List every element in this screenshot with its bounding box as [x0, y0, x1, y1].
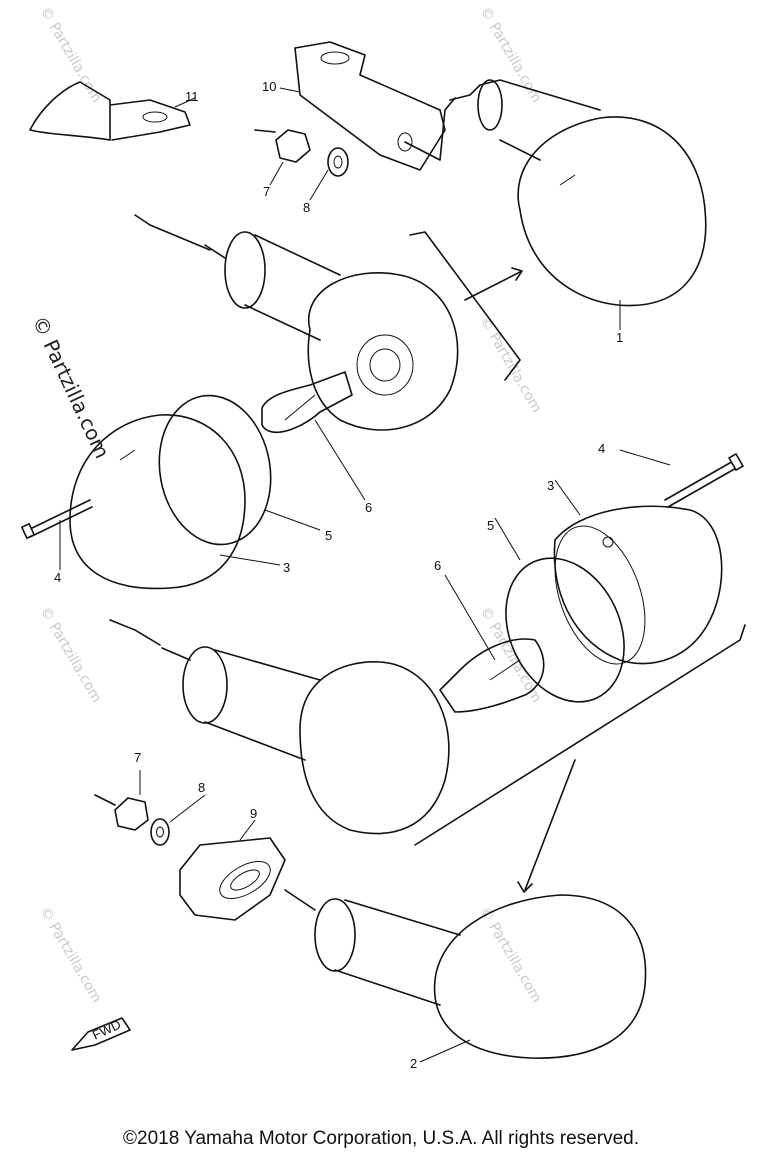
callout-2: 2: [410, 1056, 417, 1071]
part-7-nut-lower: [94, 794, 149, 831]
watermarks: © Partzilla.com © Partzilla.com © Partzi…: [27, 4, 544, 1006]
callout-4-upper: 4: [54, 570, 61, 585]
part-6-bulb-upper: [261, 371, 353, 434]
watermark: © Partzilla.com: [37, 904, 105, 1006]
callout-6-right: 6: [434, 558, 441, 573]
copyright-notice: ©2018 Yamaha Motor Corporation, U.S.A. A…: [123, 1128, 639, 1149]
callout-10: 10: [262, 79, 276, 94]
watermark-dark: © Partzilla.com: [27, 312, 114, 462]
callout-9: 9: [250, 806, 257, 821]
part-2-signal-lower: [284, 889, 647, 1059]
part-4-screw-right: [664, 452, 745, 508]
part-5-gasket-upper: [158, 394, 272, 546]
callout-7-upper: 7: [263, 184, 270, 199]
callout-5-upper: 5: [325, 528, 332, 543]
leader-lines: [59, 87, 671, 1063]
callout-7-lower: 7: [134, 750, 141, 765]
part-9-cushion: [179, 837, 286, 921]
stem-upper: [134, 214, 459, 431]
part-6-bulb-right: [439, 638, 545, 713]
callout-8-lower: 8: [198, 780, 205, 795]
callout-5-right: 5: [487, 518, 494, 533]
callouts: 1 2 3 3 4 4 5 5 6 6 7 7 8 8 9 10 11: [54, 79, 623, 1071]
fwd-label: FWD: [90, 1017, 123, 1043]
watermark: © Partzilla.com: [477, 604, 545, 706]
watermark: © Partzilla.com: [477, 904, 545, 1006]
part-8-washer-upper: [327, 147, 349, 177]
part-1-signal-upper: [449, 79, 707, 307]
part-5-gasket-right: [505, 557, 625, 703]
callout-4-right: 4: [598, 441, 605, 456]
watermark: © Partzilla.com: [477, 314, 545, 416]
assembly-bracket-lower: [414, 624, 746, 893]
part-3-lens-right: [553, 505, 723, 665]
callout-3-upper: 3: [283, 560, 290, 575]
part-11-bracket: [29, 81, 191, 141]
callout-3-right: 3: [547, 478, 554, 493]
part-3-lens-upper: [69, 414, 246, 590]
part-4-screw-upper: [20, 499, 93, 540]
part-10-bracket: [294, 41, 456, 171]
part-7-nut-upper: [254, 129, 311, 163]
parts-diagram: © Partzilla.com © Partzilla.com © Partzi…: [20, 4, 746, 1071]
callout-11: 11: [185, 89, 199, 104]
watermark: © Partzilla.com: [37, 604, 105, 706]
fwd-indicator: FWD: [71, 1017, 131, 1051]
callout-6-upper: 6: [365, 500, 372, 515]
part-8-washer-lower: [150, 818, 170, 846]
assembly-bracket-upper: [409, 231, 523, 381]
callout-1: 1: [616, 330, 623, 345]
stem-lower: [109, 619, 450, 835]
callout-8-upper: 8: [303, 200, 310, 215]
